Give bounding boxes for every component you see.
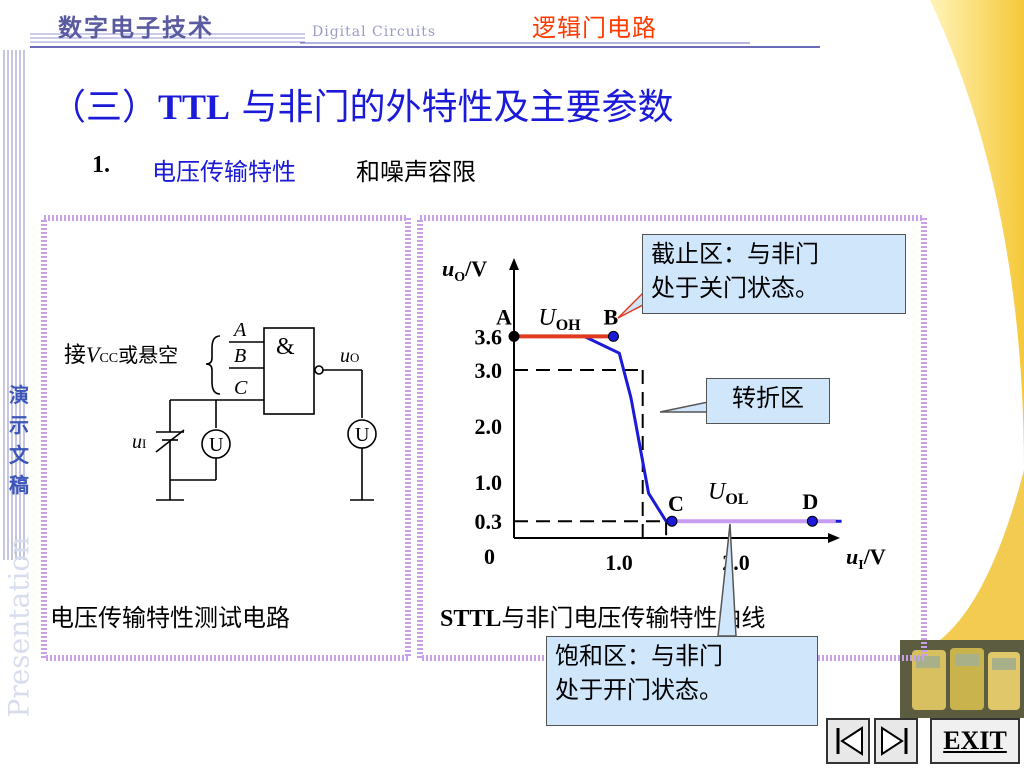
input-brace xyxy=(205,335,221,395)
transfer-characteristic-chart: A B C D UOH UOL 3.6 3.0 2.0 1.0 0.3 1.0 2.0 0 uO/V uI/V xyxy=(442,256,886,575)
x-axis-label: uI/V xyxy=(846,544,886,573)
point-b xyxy=(607,330,619,342)
nand-output-bubble xyxy=(314,365,324,375)
point-a xyxy=(508,330,520,342)
y-axis-arrow xyxy=(509,258,519,270)
navigation-bar: EXIT xyxy=(826,718,1020,766)
vcc-connection-label: 接VCC或悬空 xyxy=(64,342,178,368)
side-label-presentation-cn: 演示文稿 xyxy=(9,383,29,497)
point-label-a: A xyxy=(496,304,512,329)
exit-button[interactable]: EXIT xyxy=(930,718,1020,764)
page-title: （三）TTL 与非门的外特性及主要参数 xyxy=(50,78,674,130)
cutoff-region-callout: 截止区：与非门 处于关门状态。 xyxy=(642,234,906,314)
point-label-c: C xyxy=(668,491,684,516)
test-circuit: & A B C 接VCC或悬空 uO uI U U xyxy=(64,319,377,501)
section-heading-black: 和噪声容限 xyxy=(356,158,476,186)
input-b-label: B xyxy=(234,345,246,367)
gate-symbol: & xyxy=(276,334,295,360)
input-meter-label: U xyxy=(209,434,224,456)
yellow-swoosh-lower xyxy=(940,470,1024,640)
y-tick-label: 0.3 xyxy=(475,509,503,534)
multimeters-image xyxy=(900,640,1024,718)
x-axis-arrow xyxy=(828,533,840,543)
output-voltage-label: uO xyxy=(340,345,359,367)
transition-region-callout: 转折区 xyxy=(706,378,830,424)
title-ttl: TTL xyxy=(158,87,231,127)
left-caption: 电压传输特性测试电路 xyxy=(50,604,290,632)
course-subtitle: Digital Circuits xyxy=(312,24,437,40)
header-hatch xyxy=(30,33,305,43)
right-caption-en: STTL xyxy=(440,606,502,632)
input-c-label: C xyxy=(234,377,248,399)
input-a-label: A xyxy=(232,319,247,341)
next-slide-button[interactable] xyxy=(874,718,918,764)
title-prefix: （三） xyxy=(50,87,159,128)
cutoff-line-1: 截止区：与非门 xyxy=(651,240,819,268)
y-tick-label: 3.6 xyxy=(475,324,503,349)
previous-slide-button[interactable] xyxy=(826,718,870,764)
yellow-swoosh xyxy=(930,0,1024,470)
input-voltage-label: uI xyxy=(132,431,146,453)
course-title: 数字电子技术 xyxy=(58,14,214,42)
next-icon xyxy=(881,726,908,756)
left-stripes xyxy=(3,50,25,560)
y-tick-label: 2.0 xyxy=(475,414,503,439)
topic-title: 逻辑门电路 xyxy=(532,14,657,42)
nand-gate-body xyxy=(263,327,315,415)
level-label-oh: UOH xyxy=(538,305,581,334)
section-number: 1. xyxy=(92,152,110,178)
x-tick-label: 2.0 xyxy=(722,550,750,575)
right-caption: STTL与非门电压传输特性曲线 xyxy=(440,598,765,633)
output-meter-label: U xyxy=(355,424,370,446)
saturation-region-callout: 饱和区：与非门 处于开门状态。 xyxy=(546,636,818,726)
side-label-presentation: Presentation xyxy=(2,536,36,718)
x-tick-label: 1.0 xyxy=(605,550,633,575)
origin-label: 0 xyxy=(484,544,495,569)
y-tick-label: 1.0 xyxy=(475,470,503,495)
point-label-d: D xyxy=(802,489,818,514)
level-label-ol: UOL xyxy=(708,479,748,508)
previous-icon xyxy=(836,726,863,756)
y-tick-label: 3.0 xyxy=(475,358,503,383)
cutoff-line-2: 处于关门状态。 xyxy=(651,274,819,302)
saturation-line-2: 处于开门状态。 xyxy=(555,676,723,704)
left-panel-frame xyxy=(41,215,411,661)
section-heading-blue: 电压传输特性 xyxy=(152,158,296,186)
point-label-b: B xyxy=(603,304,618,329)
point-c xyxy=(666,515,678,527)
title-rest: 与非门的外特性及主要参数 xyxy=(230,87,674,128)
point-d xyxy=(806,515,818,527)
right-caption-cn: 与非门电压传输特性曲线 xyxy=(501,604,766,632)
saturation-line-1: 饱和区：与非门 xyxy=(555,642,723,670)
y-axis-label: uO/V xyxy=(442,256,487,285)
